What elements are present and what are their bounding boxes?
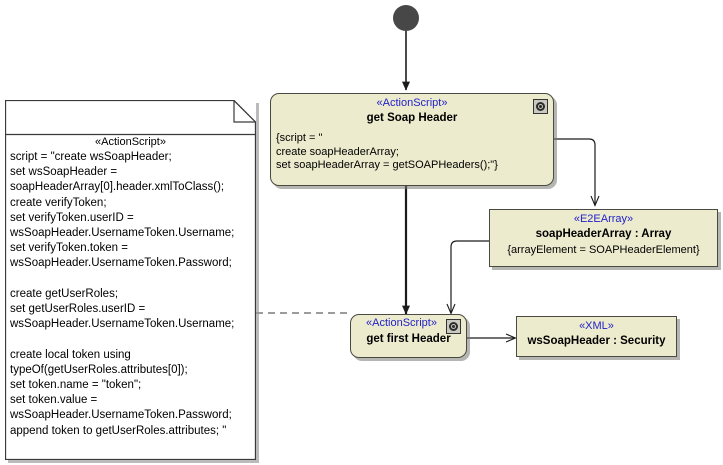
node-stereotype: «ActionScript» <box>376 97 448 109</box>
node-title: get Soap Header <box>366 112 458 124</box>
note-stereotype: «ActionScript» <box>95 136 166 148</box>
initial-node[interactable] <box>393 5 419 31</box>
note-text: script = "create wsSoapHeader; set wsSoa… <box>10 151 235 437</box>
node-body: {script = " create soapHeaderArray; set … <box>276 132 498 171</box>
node-soap-header-array[interactable]: «E2EArray» soapHeaderArray : Array {arra… <box>489 209 718 267</box>
node-get-first-header[interactable]: «ActionScript» get first Header <box>350 314 467 358</box>
node-stereotype: «XML» <box>579 320 614 332</box>
edge-array-to-get-first-header <box>451 240 489 313</box>
node-title: get first Header <box>366 333 451 345</box>
node-get-soap-header[interactable]: «ActionScript» get Soap Header {script =… <box>270 93 554 186</box>
node-title: wsSoapHeader : Security <box>527 335 666 347</box>
note-frame <box>5 100 256 460</box>
edge-get-soap-header-to-array <box>553 138 595 205</box>
script-icon[interactable] <box>533 99 548 114</box>
node-stereotype: «E2EArray» <box>573 213 634 225</box>
node-title: soapHeaderArray : Array <box>535 228 672 240</box>
script-icon-ring <box>449 322 458 331</box>
node-stereotype: «ActionScript» <box>366 317 437 329</box>
node-body: {arrayElement = SOAPHeaderElement} <box>507 244 700 256</box>
script-icon-dot <box>452 325 455 328</box>
script-icon[interactable] <box>446 319 461 334</box>
script-icon-dot <box>539 105 542 108</box>
script-icon-ring <box>536 102 545 111</box>
actionscript-note[interactable]: «ActionScript» script = "create wsSoapHe… <box>5 100 256 460</box>
node-ws-soap-header[interactable]: «XML» wsSoapHeader : Security <box>516 316 677 357</box>
